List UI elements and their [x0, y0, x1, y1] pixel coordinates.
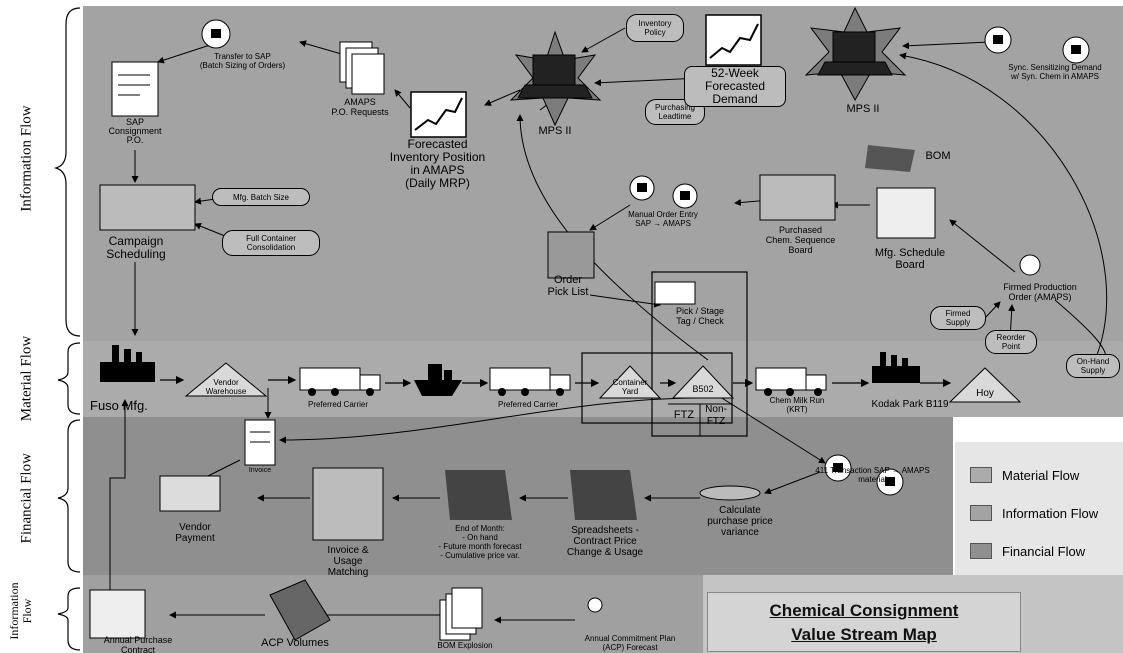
b502-label: B502: [692, 384, 714, 394]
brace-information: [53, 7, 81, 337]
spreadsheets-label: Spreadsheets - Contract Price Change & U…: [566, 525, 644, 558]
invoice-label: Invoice: [248, 467, 272, 474]
end-of-month-label: End of Month: - On hand - Future month f…: [438, 524, 522, 560]
label-information-flow: Information Flow: [18, 105, 35, 212]
inventory-policy-bubble: Inventory Policy: [626, 14, 684, 42]
legend-label: Material Flow: [1002, 467, 1080, 483]
sync-label: Sync. Sensitizing Demand w/ Syn. Chem in…: [1008, 63, 1102, 81]
information-flow-band-bottom: [83, 575, 703, 653]
phone-icons: [201, 19, 1090, 496]
mfg-schedule-label: Mfg. Schedule Board: [874, 247, 946, 271]
amaps-po-label: AMAPS P.O. Requests: [331, 97, 389, 117]
ship-icon: [414, 364, 462, 396]
factory-icon: [872, 352, 920, 383]
title-line-1: Chemical Consignment: [769, 601, 959, 620]
legend-label: Information Flow: [1002, 505, 1099, 521]
non-ftz-label: Non- FTZ: [705, 404, 727, 427]
mfg-batch-size-bubble: Mfg. Batch Size: [212, 188, 310, 206]
reorder-point-bubble: Reorder Point: [985, 330, 1037, 354]
pick-stage-label: Pick / Stage Tag / Check: [675, 306, 725, 326]
firmed-supply-bubble: Firmed Supply: [930, 306, 986, 330]
firmed-production-label: Firmed Production Order (AMAPS): [1003, 282, 1077, 302]
campaign-scheduling-label: Campaign Scheduling: [106, 234, 166, 261]
annual-purchase-label: Annual Purchase Contract: [103, 635, 173, 653]
preferred-carrier-1-label: Preferred Carrier: [307, 400, 368, 409]
bom-explosion-label: BOM Explosion: [437, 641, 493, 650]
vendor-payment-label: Vendor Payment: [175, 522, 215, 544]
information-flow-band: [83, 6, 1123, 341]
legend-label: Financial Flow: [1002, 543, 1086, 559]
legend-swatch: [970, 505, 992, 521]
container-yard-label: Container Yard: [612, 378, 648, 396]
kodak-park-label: Kodak Park B119: [871, 399, 949, 410]
vendor-warehouse-label: Vendor Warehouse: [205, 378, 247, 396]
forecasted-inventory-label: Forecasted Inventory Position in AMAPS (…: [389, 137, 486, 190]
annual-commitment-label: Annual Commitment Plan (ACP) Forecast: [584, 634, 676, 652]
factory-icon: [100, 345, 155, 382]
forecasted-demand-label: 52-Week Forecasted Demand: [684, 66, 786, 107]
legend-swatch: [970, 467, 992, 483]
full-container-bubble: Full Container Consolidation: [222, 230, 320, 256]
legend-item-material: Material Flow: [970, 466, 1079, 484]
fuso-label: Fuso Mfg.: [90, 398, 148, 413]
label-financial-flow: Financial Flow: [18, 453, 35, 544]
sap-consignment-label: SAP Consignment P.O.: [108, 117, 162, 145]
calculate-ppv-label: Calculate purchase price variance: [707, 505, 773, 538]
manual-order-label: Manual Order Entry SAP → AMAPS: [628, 210, 698, 228]
invoice-usage-label: Invoice & Usage Matching: [327, 545, 369, 578]
label-material-flow: Material Flow: [18, 335, 35, 422]
brace-material: [57, 342, 81, 415]
legend-swatch: [970, 543, 992, 559]
mps-left-label: MPS II: [538, 125, 572, 137]
label-information-flow-bottom: Information Flow: [7, 582, 34, 640]
brace-information-bottom: [57, 587, 81, 651]
title-box: Chemical Consignment Value Stream Map: [707, 592, 1021, 652]
mps-right-label: MPS II: [846, 103, 880, 115]
financial-flow-band: [83, 417, 953, 575]
order-pick-list-label: Order Pick List: [547, 274, 589, 298]
chem-milk-run-label: Chem Milk Run (KRT): [769, 396, 825, 414]
ftz-label: FTZ: [673, 409, 695, 421]
preferred-carrier-2-label: Preferred Carrier: [497, 400, 558, 409]
transaction-411-label: 411 Transaction SAP → AMAPS material: [815, 466, 930, 484]
acp-volumes-label: ACP Volumes: [261, 637, 329, 649]
on-hand-supply-bubble: On-Hand Supply: [1066, 354, 1120, 378]
legend-item-information: Information Flow: [970, 504, 1098, 522]
brace-financial: [57, 419, 81, 573]
purchased-chem-label: Purchased Chem. Sequence Board: [765, 225, 836, 255]
bom-label: BOM: [925, 150, 951, 162]
hoy-label: Hoy: [976, 388, 994, 399]
legend-item-financial: Financial Flow: [970, 542, 1085, 560]
transfer-sap-label: Transfer to SAP (Batch Sizing of Orders): [199, 52, 286, 70]
title-line-2: Value Stream Map: [791, 625, 937, 644]
